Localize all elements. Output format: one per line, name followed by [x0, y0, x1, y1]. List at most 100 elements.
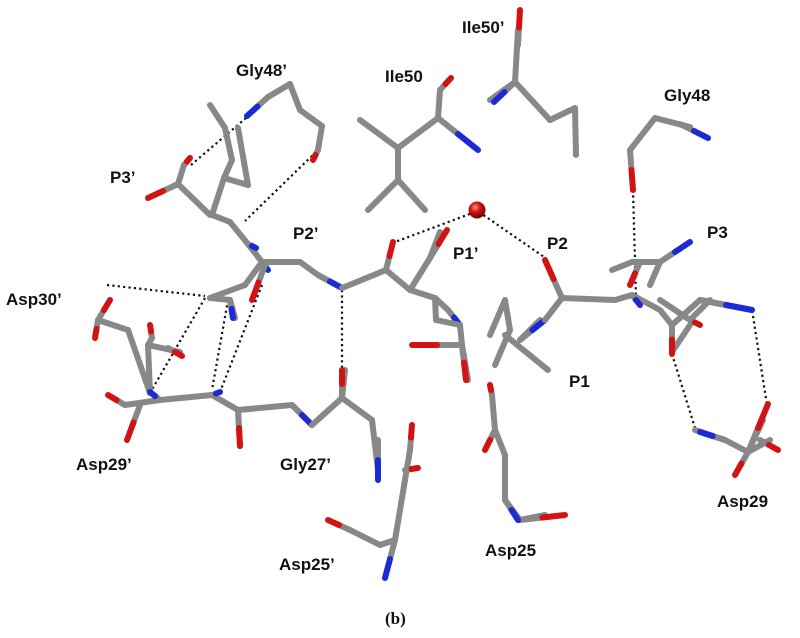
gly48-o [628, 167, 636, 193]
ile50p-n [491, 89, 508, 105]
asp30p-o1 [92, 326, 100, 341]
asp25p-o3 [408, 465, 421, 472]
label-p3-prime: P3’ [110, 168, 136, 187]
asp25-o3 [539, 512, 568, 521]
asp29p-n2 [213, 389, 223, 397]
p2-chain [559, 295, 618, 303]
gly27p-chain2 [339, 395, 375, 423]
asp29-o1 [755, 401, 771, 431]
asp29p-o2 [130, 402, 143, 426]
hbond-water-p1p [394, 210, 476, 244]
p3p-o2 [145, 188, 166, 201]
asp30p-o3 [147, 322, 154, 335]
asp30p-chain [125, 327, 153, 396]
asp25-o1 [487, 382, 494, 393]
asp29p-o2 [124, 419, 137, 443]
p1-o2 [461, 359, 469, 383]
asp25-chain [489, 392, 498, 433]
p1-chain [457, 322, 465, 348]
asp30p-chain [95, 317, 131, 333]
ile50-side2 [395, 177, 428, 213]
p3-chain [669, 297, 703, 328]
p3p-chain [222, 125, 235, 163]
ile50-n [455, 131, 481, 153]
ile50-side [365, 177, 401, 213]
p3p-chain [209, 175, 227, 218]
asp29p-n [147, 389, 158, 399]
label-ile50: Ile50 [385, 67, 423, 86]
p3-n2 [723, 302, 755, 313]
p3p-carboxyl [175, 181, 213, 218]
p3-n2 [697, 297, 729, 308]
p3-ring [609, 259, 635, 273]
gly48-chain [627, 115, 658, 153]
p2-o [550, 276, 565, 301]
gly48-n [691, 128, 711, 141]
asp25p-o2 [408, 422, 415, 441]
ile50p-side [547, 105, 578, 123]
p1-side [487, 297, 508, 338]
p2p-to-n [297, 259, 321, 278]
residue-labels: Gly48’ Ile50’ Ile50 Gly48 P3’ P2’ P1’ P2… [6, 18, 768, 574]
asp25p-n [387, 537, 398, 562]
asp25p-chain2 [392, 477, 408, 543]
p3-ring [647, 259, 663, 288]
gly48p-n [244, 103, 261, 119]
asp29p-chain [209, 392, 241, 413]
label-p1: P1 [569, 372, 590, 391]
gly48p-chain [297, 107, 325, 129]
hbond-asp29-b [751, 315, 769, 406]
central-chain [407, 287, 438, 301]
p2p-backbone [242, 259, 265, 288]
p1-side2 [502, 332, 551, 373]
label-p2: P2 [547, 234, 568, 253]
p2-chain [542, 295, 565, 323]
p1-side [502, 297, 513, 333]
gly48p-o [310, 152, 319, 163]
hbond-gly48p-p2p [244, 151, 317, 222]
gly48p-chain [315, 123, 325, 153]
p3p-side [235, 125, 251, 188]
asp29p-o1 [105, 392, 120, 403]
hbond-p2p-asp29p-a [210, 299, 230, 391]
p1p-o [386, 239, 396, 259]
p3-chain [657, 307, 675, 328]
figure-caption: (b) [385, 609, 406, 628]
asp25p-chain2 [402, 447, 413, 483]
gly48p-chain [287, 81, 303, 113]
p2-o [542, 257, 557, 282]
asp25p-n [382, 556, 393, 581]
ile50p-side [572, 105, 579, 158]
p3p-chain [227, 219, 251, 247]
label-p3: P3 [707, 223, 728, 242]
asp30p-o2 [101, 297, 113, 313]
ile50-o [442, 75, 454, 87]
label-p2-prime: P2’ [293, 224, 319, 243]
p3p-o1 [184, 155, 193, 165]
p3-o3 [692, 319, 703, 328]
asp30p-o4 [172, 349, 185, 359]
ile50-chain [395, 115, 441, 151]
p3p-carboxyl [175, 162, 187, 187]
p1p-ring [432, 295, 439, 323]
central-chain [383, 267, 413, 293]
hbond-asp30p-a [106, 283, 206, 298]
asp29p-to-gly27p [235, 402, 295, 413]
p2p-carbonyl [249, 279, 262, 303]
water-molecule [468, 201, 486, 219]
asp25p-o1 [325, 517, 342, 528]
p3p-chain [221, 157, 235, 181]
asp29p-o3 [235, 407, 242, 431]
asp29p-o3 [236, 425, 243, 449]
label-gly27-prime: Gly27’ [280, 455, 331, 474]
asp25p-chain [347, 527, 383, 548]
asp29-o2 [732, 460, 745, 478]
label-asp29: Asp29 [717, 492, 768, 511]
asp29-n [697, 429, 716, 439]
label-gly48-prime: Gly48’ [236, 61, 287, 80]
hbond-asp29-a [670, 353, 697, 429]
ile50-chain [435, 87, 443, 121]
label-asp30-prime: Asp30’ [6, 290, 62, 309]
p3-side2 [687, 297, 713, 323]
